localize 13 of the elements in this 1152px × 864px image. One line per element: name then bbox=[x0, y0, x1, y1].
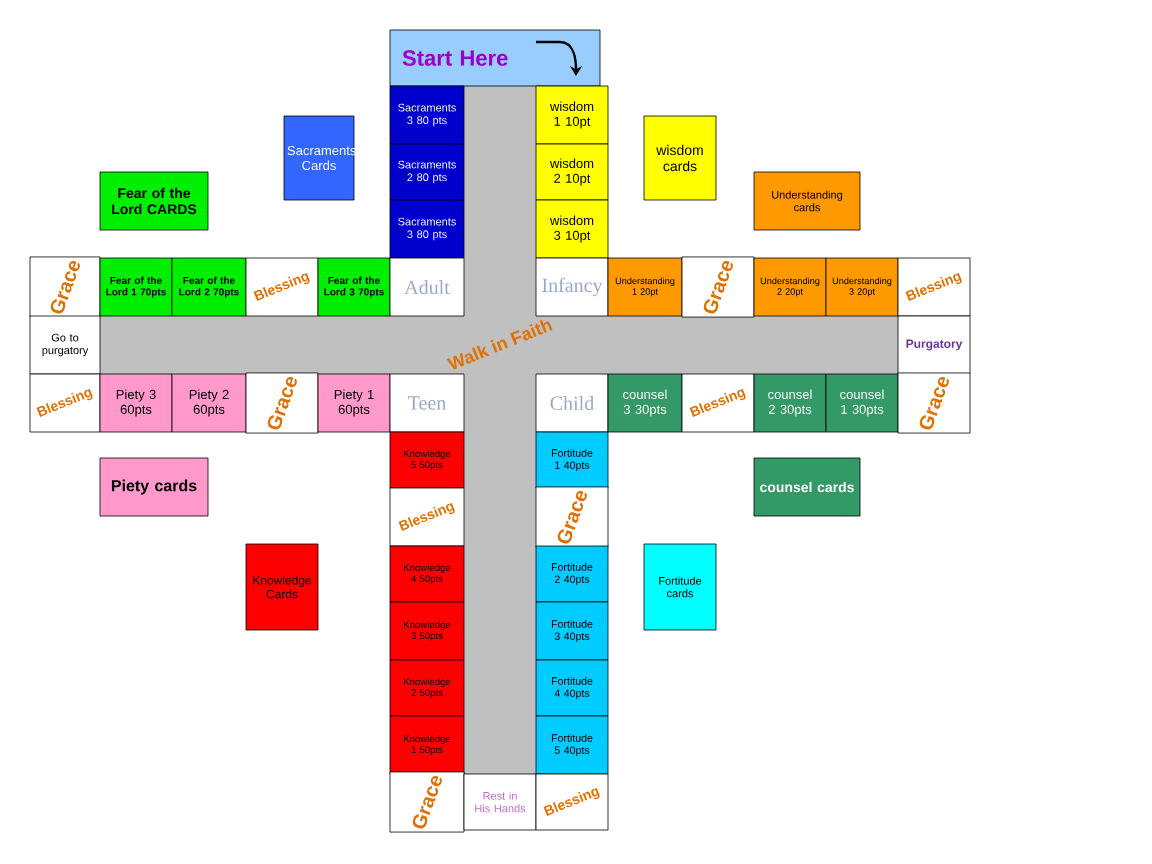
card-deck: Piety cards bbox=[99, 457, 209, 517]
stage-square: Adult bbox=[389, 257, 465, 317]
stage-square: Infancy bbox=[535, 257, 609, 317]
stage-square: Child bbox=[535, 373, 609, 433]
grace-square: Grace bbox=[535, 486, 609, 548]
grace-square: Grace bbox=[681, 256, 755, 318]
grace-square: Grace bbox=[389, 771, 465, 833]
grace-square: Grace bbox=[245, 372, 319, 434]
grace-square: Grace bbox=[897, 372, 971, 434]
grace-square: Grace bbox=[29, 256, 101, 318]
stage-square: Teen bbox=[389, 373, 465, 433]
start-square: Start Here bbox=[389, 29, 601, 87]
path-label: Walk in Faith bbox=[446, 319, 553, 370]
